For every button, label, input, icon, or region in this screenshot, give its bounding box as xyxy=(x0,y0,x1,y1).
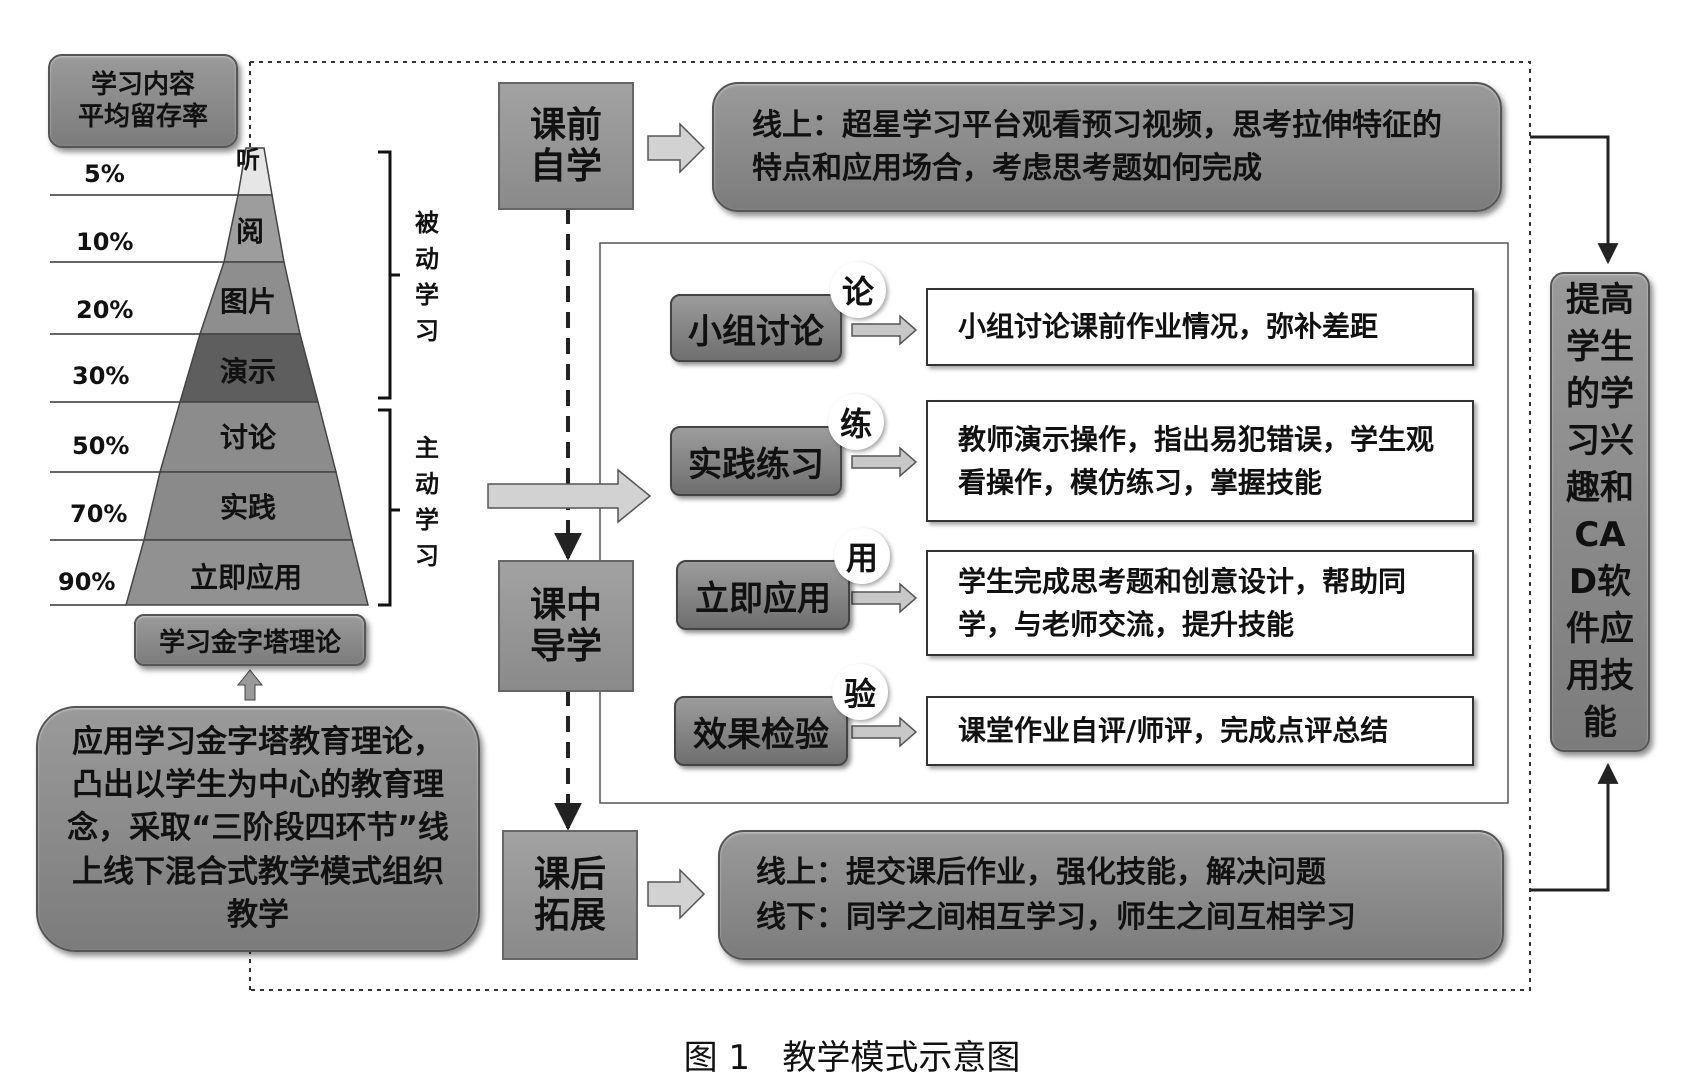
level-label-demo: 演示 xyxy=(220,355,277,388)
badge-apply: 用 xyxy=(834,528,890,584)
badge-discuss: 论 xyxy=(830,262,886,318)
pre-arrow xyxy=(647,122,706,174)
pyramid-theory-label: 学习金字塔理论 xyxy=(134,614,366,666)
step-practice-text: 教师演示操作，指出易犯错误，学生观看操作，模仿练习，掌握技能 xyxy=(926,400,1474,522)
pyramid-to-mid-arrow xyxy=(487,468,652,524)
level-label-pictures: 图片 xyxy=(220,285,277,318)
level-label-listen: 听 xyxy=(236,146,260,174)
stage-in-class: 课中 导学 xyxy=(498,560,634,692)
stage-pre-class: 课前 自学 xyxy=(498,82,634,210)
step-practice: 实践练习 xyxy=(670,426,842,496)
level-label-practice: 实践 xyxy=(220,491,277,524)
passive-bracket xyxy=(378,150,392,400)
step-assessment-text: 课堂作业自评/师评，完成点评总结 xyxy=(926,696,1474,766)
figure-caption: 图 1 教学模式示意图 xyxy=(683,1038,1021,1078)
badge-practice: 练 xyxy=(828,394,884,450)
post-to-goal-arrow xyxy=(1530,762,1619,892)
step-apply-text: 学生完成思考题和创意设计，帮助同学，与老师交流，提升技能 xyxy=(926,550,1474,656)
level-label-apply: 立即应用 xyxy=(190,561,303,594)
stage-post-class: 课后 拓展 xyxy=(502,830,638,960)
pct-pictures: 20% xyxy=(76,296,134,324)
step-assessment: 效果检验 xyxy=(674,696,848,766)
post-class-description: 线上：提交课后作业，强化技能，解决问题 线下：同学之间相互学习，师生之间互相学习 xyxy=(718,830,1504,960)
learning-pyramid xyxy=(125,147,369,606)
active-bracket xyxy=(378,408,392,607)
pre-class-description: 线上：超星学习平台观看预习视频，思考拉伸特征的特点和应用场合，考虑思考题如何完成 xyxy=(712,82,1502,212)
goal-box: 提高学生的学习兴趣和CAD软件应用技能 xyxy=(1550,272,1650,752)
step-apply: 立即应用 xyxy=(676,560,850,630)
retention-rate-header: 学习内容 平均留存率 xyxy=(48,54,238,148)
step-group-discussion: 小组讨论 xyxy=(670,294,842,362)
step-group-discussion-text: 小组讨论课前作业情况，弥补差距 xyxy=(926,288,1474,366)
passive-learning-label: 被动学习 xyxy=(415,209,439,345)
level-label-discussion: 讨论 xyxy=(220,421,277,454)
pct-demo: 30% xyxy=(72,362,130,390)
step-arrows xyxy=(851,314,918,748)
outer-dotted-frame xyxy=(250,61,1531,991)
level-label-read: 阅 xyxy=(236,215,265,248)
badge-verify: 验 xyxy=(832,664,888,720)
up-arrow xyxy=(236,669,264,701)
pct-listen: 5% xyxy=(84,160,125,188)
hollow-arrows xyxy=(487,122,706,920)
pedagogy-summary-box: 应用学习金字塔教育理论，凸出以学生为中心的教育理念，采取“三阶段四环节”线上线下… xyxy=(36,706,480,952)
pyramid-level-apply xyxy=(125,539,369,606)
pyramid-level-lines xyxy=(50,194,238,606)
pct-apply: 90% xyxy=(58,568,116,596)
pct-read: 10% xyxy=(76,228,134,256)
pct-discussion: 50% xyxy=(72,432,130,460)
active-learning-label: 主动学习 xyxy=(415,434,439,570)
post-arrow xyxy=(647,868,706,920)
pre-to-goal-arrow xyxy=(1530,135,1619,265)
pct-practice: 70% xyxy=(70,500,128,528)
